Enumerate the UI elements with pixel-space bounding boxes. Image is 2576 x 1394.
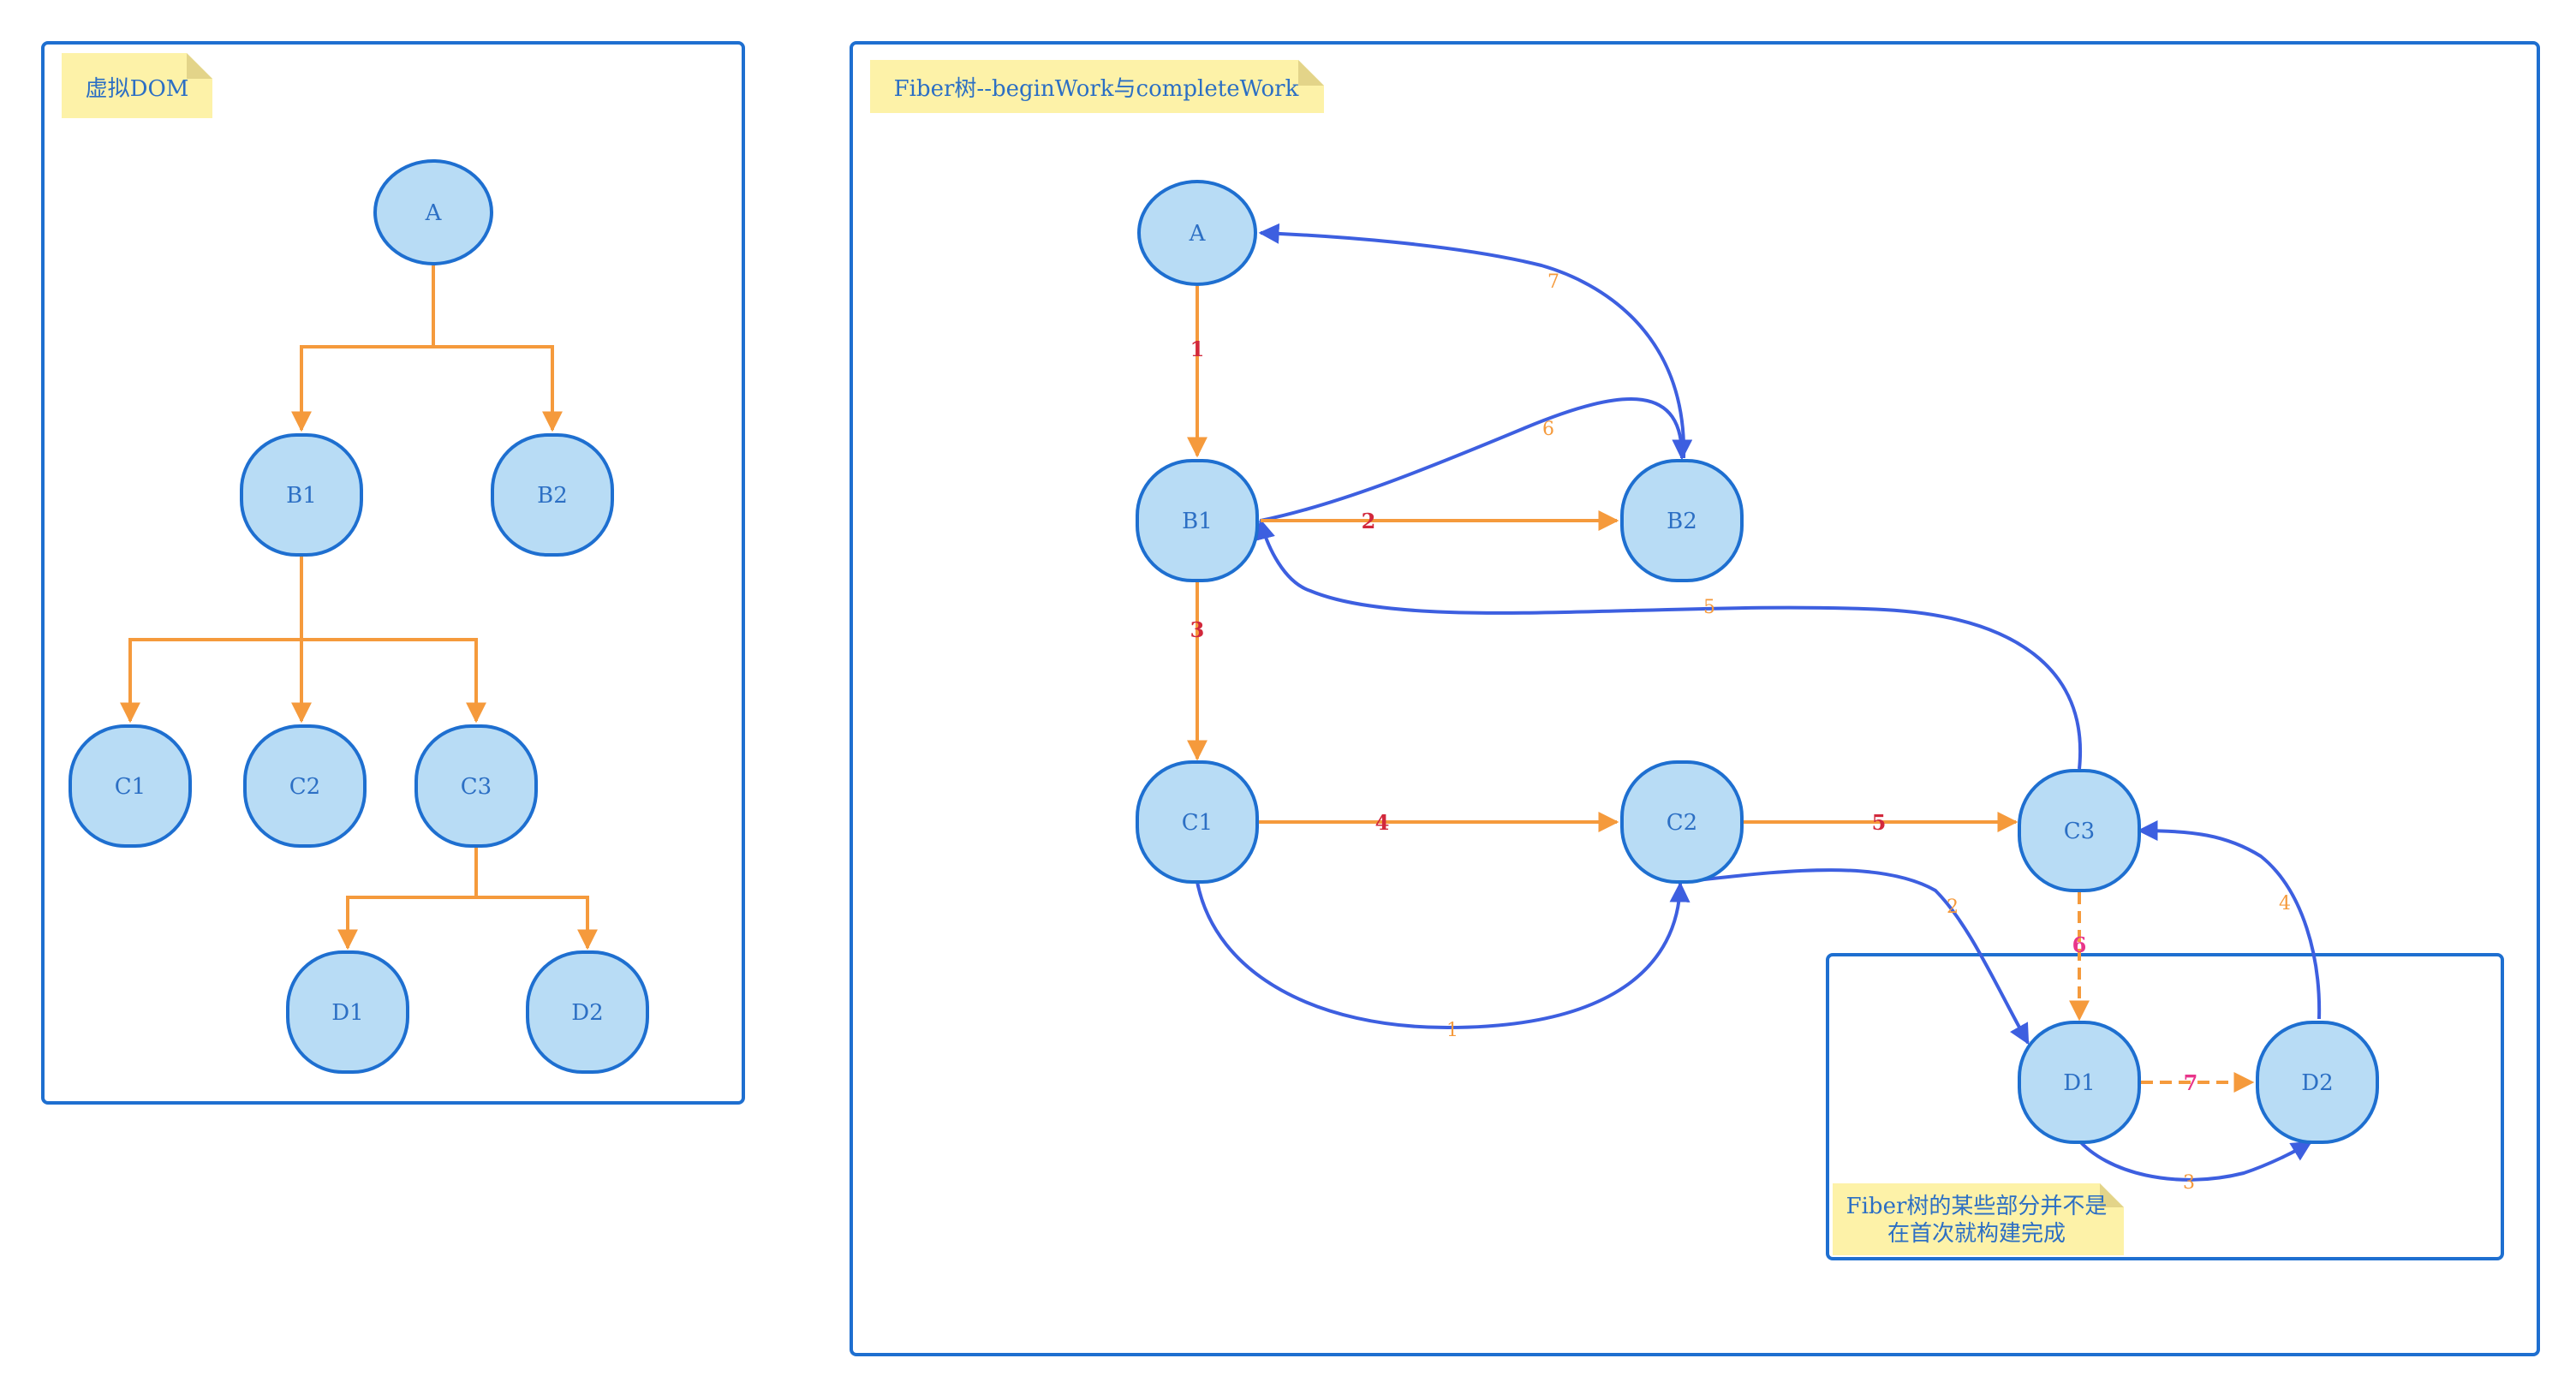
fiber-node-c1: C1: [1136, 760, 1259, 884]
vdom-node-c3: C3: [414, 724, 538, 848]
complete-label-b1-b2: 6: [1542, 419, 1554, 440]
begin-label-b1-b2: 2: [1362, 509, 1376, 533]
complete-label-c3-b1: 5: [1703, 597, 1715, 618]
fiber-node-d1: D1: [2018, 1021, 2141, 1144]
fiber-node-b1: B1: [1136, 459, 1259, 582]
complete-step-labels: 1 2 3 4 5 6 7: [1446, 271, 2291, 1194]
vdom-edge-a-b2: [433, 345, 563, 432]
fiber-node-c2: C2: [1620, 760, 1744, 884]
begin-label-d1-d2: 7: [2184, 1070, 2198, 1095]
complete-edge-b1-b2: [1260, 397, 1693, 522]
vdom-note: 虚拟DOM: [62, 53, 212, 118]
begin-label-a-b1: 1: [1190, 337, 1205, 361]
vdom-node-a-label: A: [425, 200, 443, 226]
begin-label-b1-c1: 3: [1190, 617, 1205, 642]
complete-edge-d2-c3: [2137, 820, 2322, 1020]
fiber-node-d1-label: D1: [2063, 1070, 2095, 1096]
fiber-node-d2: D2: [2256, 1021, 2379, 1144]
fiber-node-a-label: A: [1189, 221, 1207, 247]
vdom-edge-a-b1: [291, 265, 435, 432]
vdom-node-b2-label: B2: [537, 483, 568, 509]
vdom-edge-b1-c3: [301, 638, 486, 724]
vdom-edges: [120, 265, 598, 950]
vdom-node-c3-label: C3: [461, 774, 492, 800]
vdom-edge-c3-d1: [337, 848, 478, 950]
fiber-node-b2: B2: [1620, 459, 1744, 582]
fiber-node-c2-label: C2: [1667, 810, 1697, 836]
vdom-edge-c3-d2: [476, 896, 598, 950]
complete-edge-c3-b1: [1255, 518, 2083, 770]
vdom-node-c1-label: C1: [115, 774, 146, 800]
vdom-node-c2: C2: [243, 724, 367, 848]
vdom-edge-b1-c1: [120, 557, 303, 724]
complete-label-d1-d2: 3: [2183, 1172, 2195, 1194]
complete-edge-b2-a: [1258, 223, 1686, 459]
complete-label-c1-c2: 1: [1446, 1020, 1458, 1041]
vdom-node-b1: B1: [240, 433, 363, 557]
fiber-node-b1-label: B1: [1182, 509, 1213, 534]
fiber-node-b2-label: B2: [1667, 509, 1697, 534]
vdom-node-a: A: [373, 159, 493, 265]
vdom-node-b2: B2: [491, 433, 614, 557]
fiber-subframe: [1826, 953, 2504, 1260]
complete-label-d2-c3: 4: [2279, 893, 2291, 914]
vdom-node-c2-label: C2: [289, 774, 320, 800]
begin-label-c1-c2: 4: [1375, 810, 1390, 835]
vdom-node-b1-label: B1: [286, 483, 317, 509]
complete-edge-c1-c2: [1196, 881, 1690, 1030]
complete-label-b2-a: 7: [1547, 271, 1559, 293]
fiber-node-d2-label: D2: [2301, 1070, 2333, 1096]
fiber-note-text: Fiber树--beginWork与completeWork: [894, 76, 1299, 102]
vdom-node-d1: D1: [286, 950, 409, 1074]
fiber-node-c1-label: C1: [1182, 810, 1213, 836]
begin-label-c2-c3: 5: [1872, 810, 1887, 835]
vdom-node-d1-label: D1: [331, 1000, 363, 1026]
fiber-sub-note-line2: 在首次就构建完成: [1887, 1221, 2066, 1247]
fiber-node-a: A: [1137, 180, 1257, 286]
fiber-begin-edges: [1187, 286, 2255, 1093]
vdom-node-c1: C1: [69, 724, 192, 848]
fiber-sub-note: Fiber树的某些部分并不是 在首次就构建完成: [1833, 1183, 2124, 1255]
fiber-node-c3: C3: [2018, 769, 2141, 892]
begin-label-c3-d1: 6: [2072, 932, 2087, 957]
begin-step-labels: 1 2 3 4 5 6 7: [1190, 337, 2198, 1095]
complete-edge-c2-d1: [1679, 868, 2030, 1046]
vdom-node-d2: D2: [526, 950, 649, 1074]
fiber-node-c3-label: C3: [2064, 819, 2095, 844]
vdom-frame: [41, 41, 745, 1105]
fiber-note: Fiber树--beginWork与completeWork: [870, 60, 1324, 113]
fiber-complete-edges: [1196, 223, 2322, 1182]
fiber-frame: [850, 41, 2540, 1356]
vdom-node-d2-label: D2: [571, 1000, 603, 1026]
vdom-note-text: 虚拟DOM: [86, 76, 189, 102]
complete-label-c2-d1: 2: [1947, 897, 1959, 918]
complete-edge-d1-d2: [2076, 1137, 2313, 1182]
fiber-sub-note-line1: Fiber树的某些部分并不是: [1846, 1194, 2108, 1219]
